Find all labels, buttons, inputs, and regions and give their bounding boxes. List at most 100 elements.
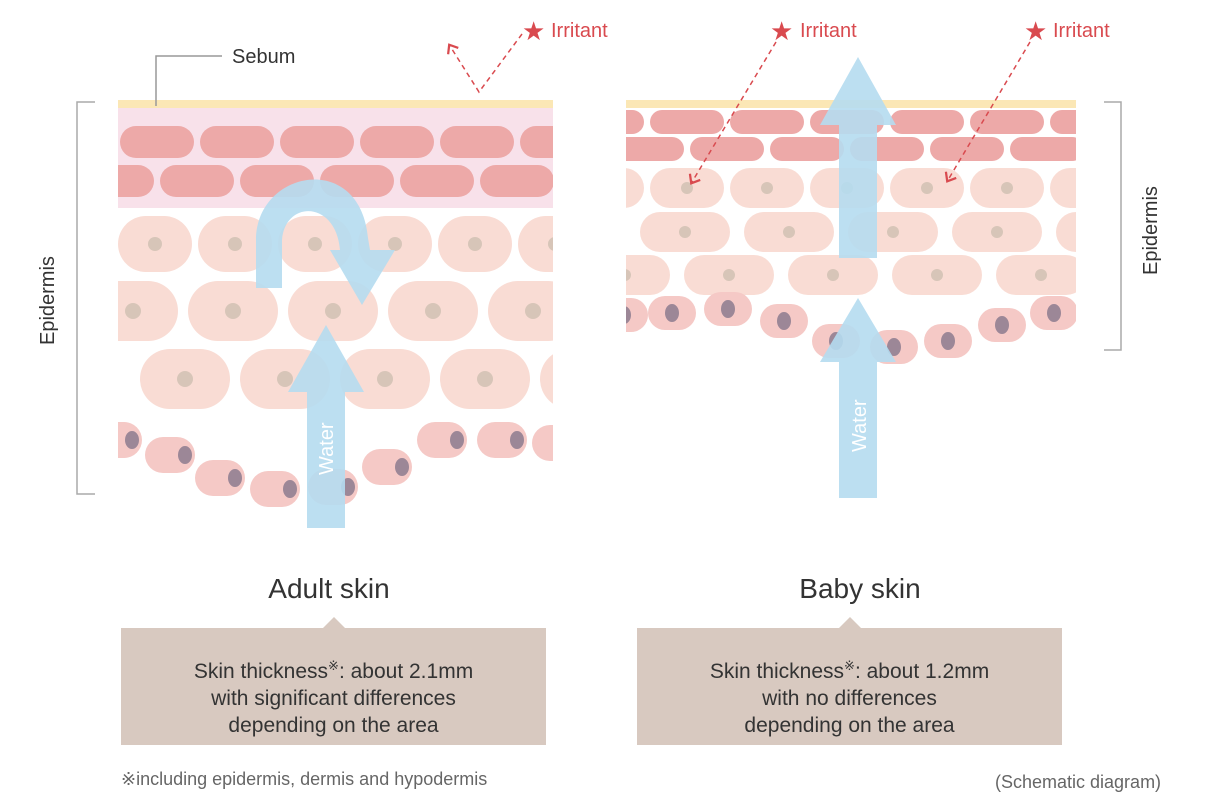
adult-basal-cell [532,425,553,461]
adult-epidermis-cell-nucleus [548,237,553,251]
baby-corneum-cell [890,110,964,134]
baby-epidermis-cell-nucleus [681,182,693,194]
baby-skin-illustration [601,100,1107,364]
baby-irritant-label-2: Irritant [1053,20,1110,42]
adult-water-label: Water [316,422,338,475]
adult-irritant-path [447,33,523,94]
schematic-note: (Schematic diagram) [995,772,1162,792]
baby-water-top-arrow [820,57,896,258]
adult-corneum-cell [480,165,553,197]
baby-corneum-cells [626,110,1076,161]
baby-epidermis-cell-nucleus [887,226,899,238]
baby-basal-cell-nucleus [665,304,679,322]
adult-epidermis-cell-nucleus [308,237,322,251]
baby-thickness-line: Skin thickness※: about 1.2mm [709,658,990,683]
baby-corneum-cell [1050,110,1076,134]
baby-epidermis-cell [626,255,670,295]
baby-basal-cell-nucleus [777,312,791,330]
baby-basal-cell-nucleus [995,316,1009,334]
baby-basal-cell-nucleus [626,306,631,324]
baby-epidermis-cell-nucleus [723,269,735,281]
adult-basal-cell-nucleus [283,480,297,498]
adult-epidermis-cell-nucleus [225,303,241,319]
baby-irritant-star-icon-2: ★ [1024,17,1047,47]
baby-corneum-cell [930,137,1004,161]
adult-basal-cell-nucleus [565,434,579,452]
baby-basal-cells [626,292,1076,364]
adult-irritant-label: Irritant [551,20,608,42]
adult-corneum-cell [200,126,274,158]
baby-corneum-cell [1010,137,1076,161]
baby-corneum-cell [626,137,684,161]
adult-epidermis-cell [540,354,553,404]
baby-corneum-cell [970,110,1044,134]
adult-thickness-line: Skin thickness※: about 2.1mm [193,658,474,683]
adult-box-notch [323,617,345,628]
baby-epidermis-cell-nucleus [827,269,839,281]
baby-differences-line: with no differences [762,687,937,710]
baby-basal-cell [626,298,648,332]
adult-corneum-cell [360,126,434,158]
baby-basal-cell-nucleus [941,332,955,350]
baby-epidermis-cell-nucleus [1095,226,1107,238]
adult-water-up-arrow [288,325,364,528]
adult-epidermis-cell-nucleus [325,303,341,319]
adult-basal-cell [417,422,467,458]
adult-corneum-cell [280,126,354,158]
adult-epidermis-label: Epidermis [37,256,59,345]
baby-corneum-cell [626,110,644,134]
baby-epidermis-cell-nucleus [601,182,613,194]
adult-basal-cell-nucleus [178,446,192,464]
baby-epidermis-cell-nucleus [1035,269,1047,281]
adult-epidermis-cell-nucleus [525,303,541,319]
baby-epidermis-cell [1050,168,1076,208]
adult-basal-cell [362,449,412,485]
baby-epidermis-cell-nucleus [1001,182,1013,194]
baby-epidermis-cell-nucleus [921,182,933,194]
adult-basal-cell [195,460,245,496]
adult-epidermis-cell-nucleus [577,371,593,387]
adult-corneum-cell [440,126,514,158]
adult-differences-line: with significant differences [211,687,456,710]
baby-corneum-cell [650,110,724,134]
adult-epidermis-cell-nucleus [228,237,242,251]
adult-epidermis-cell [518,216,553,272]
sebum-leader-line [155,55,222,106]
adult-basal-cell-nucleus [228,469,242,487]
adult-info-box: Skin thickness※: about 2.1mm with signif… [121,628,546,745]
adult-basal-cells [118,422,579,507]
adult-epidermis-cell-nucleus [377,371,393,387]
baby-epidermis-cell-nucleus [679,226,691,238]
adult-basal-cell [250,471,300,507]
baby-corneum-cell [770,137,844,161]
baby-water-bottom-arrow [820,298,896,498]
sebum-label: Sebum [232,46,295,68]
baby-epidermis-cell-nucleus [783,226,795,238]
adult-water-circulation-arrow [256,179,395,305]
baby-basal-cell-nucleus [721,300,735,318]
baby-water-label: Water [849,399,871,452]
baby-irritant-label-1: Irritant [800,20,857,42]
adult-corneum-cell [520,126,553,158]
baby-basal-cell-nucleus [1047,304,1061,322]
adult-corneum-cell [160,165,234,197]
baby-corneum-cell [690,137,764,161]
baby-skin-title: Baby skin [799,573,921,604]
adult-corneum-cells [118,126,553,197]
adult-epidermis-cell-nucleus [177,371,193,387]
adult-corneum-cell [120,126,194,158]
adult-epidermis-cell-nucleus [148,237,162,251]
adult-corneum-cell [118,165,154,197]
adult-epidermis-cell-nucleus [425,303,441,319]
baby-epidermis-cell-nucleus [1081,182,1093,194]
adult-basal-cell-nucleus [450,431,464,449]
baby-epidermis-cells [601,168,1107,295]
adult-skin-illustration [118,100,593,507]
baby-epidermis-cell-nucleus [931,269,943,281]
baby-epidermis-cell-nucleus [991,226,1003,238]
baby-box-notch [839,617,861,628]
adult-epidermis-cell-nucleus [277,371,293,387]
adult-epidermis-bracket [76,101,95,495]
baby-epidermis-bracket [1104,101,1122,351]
